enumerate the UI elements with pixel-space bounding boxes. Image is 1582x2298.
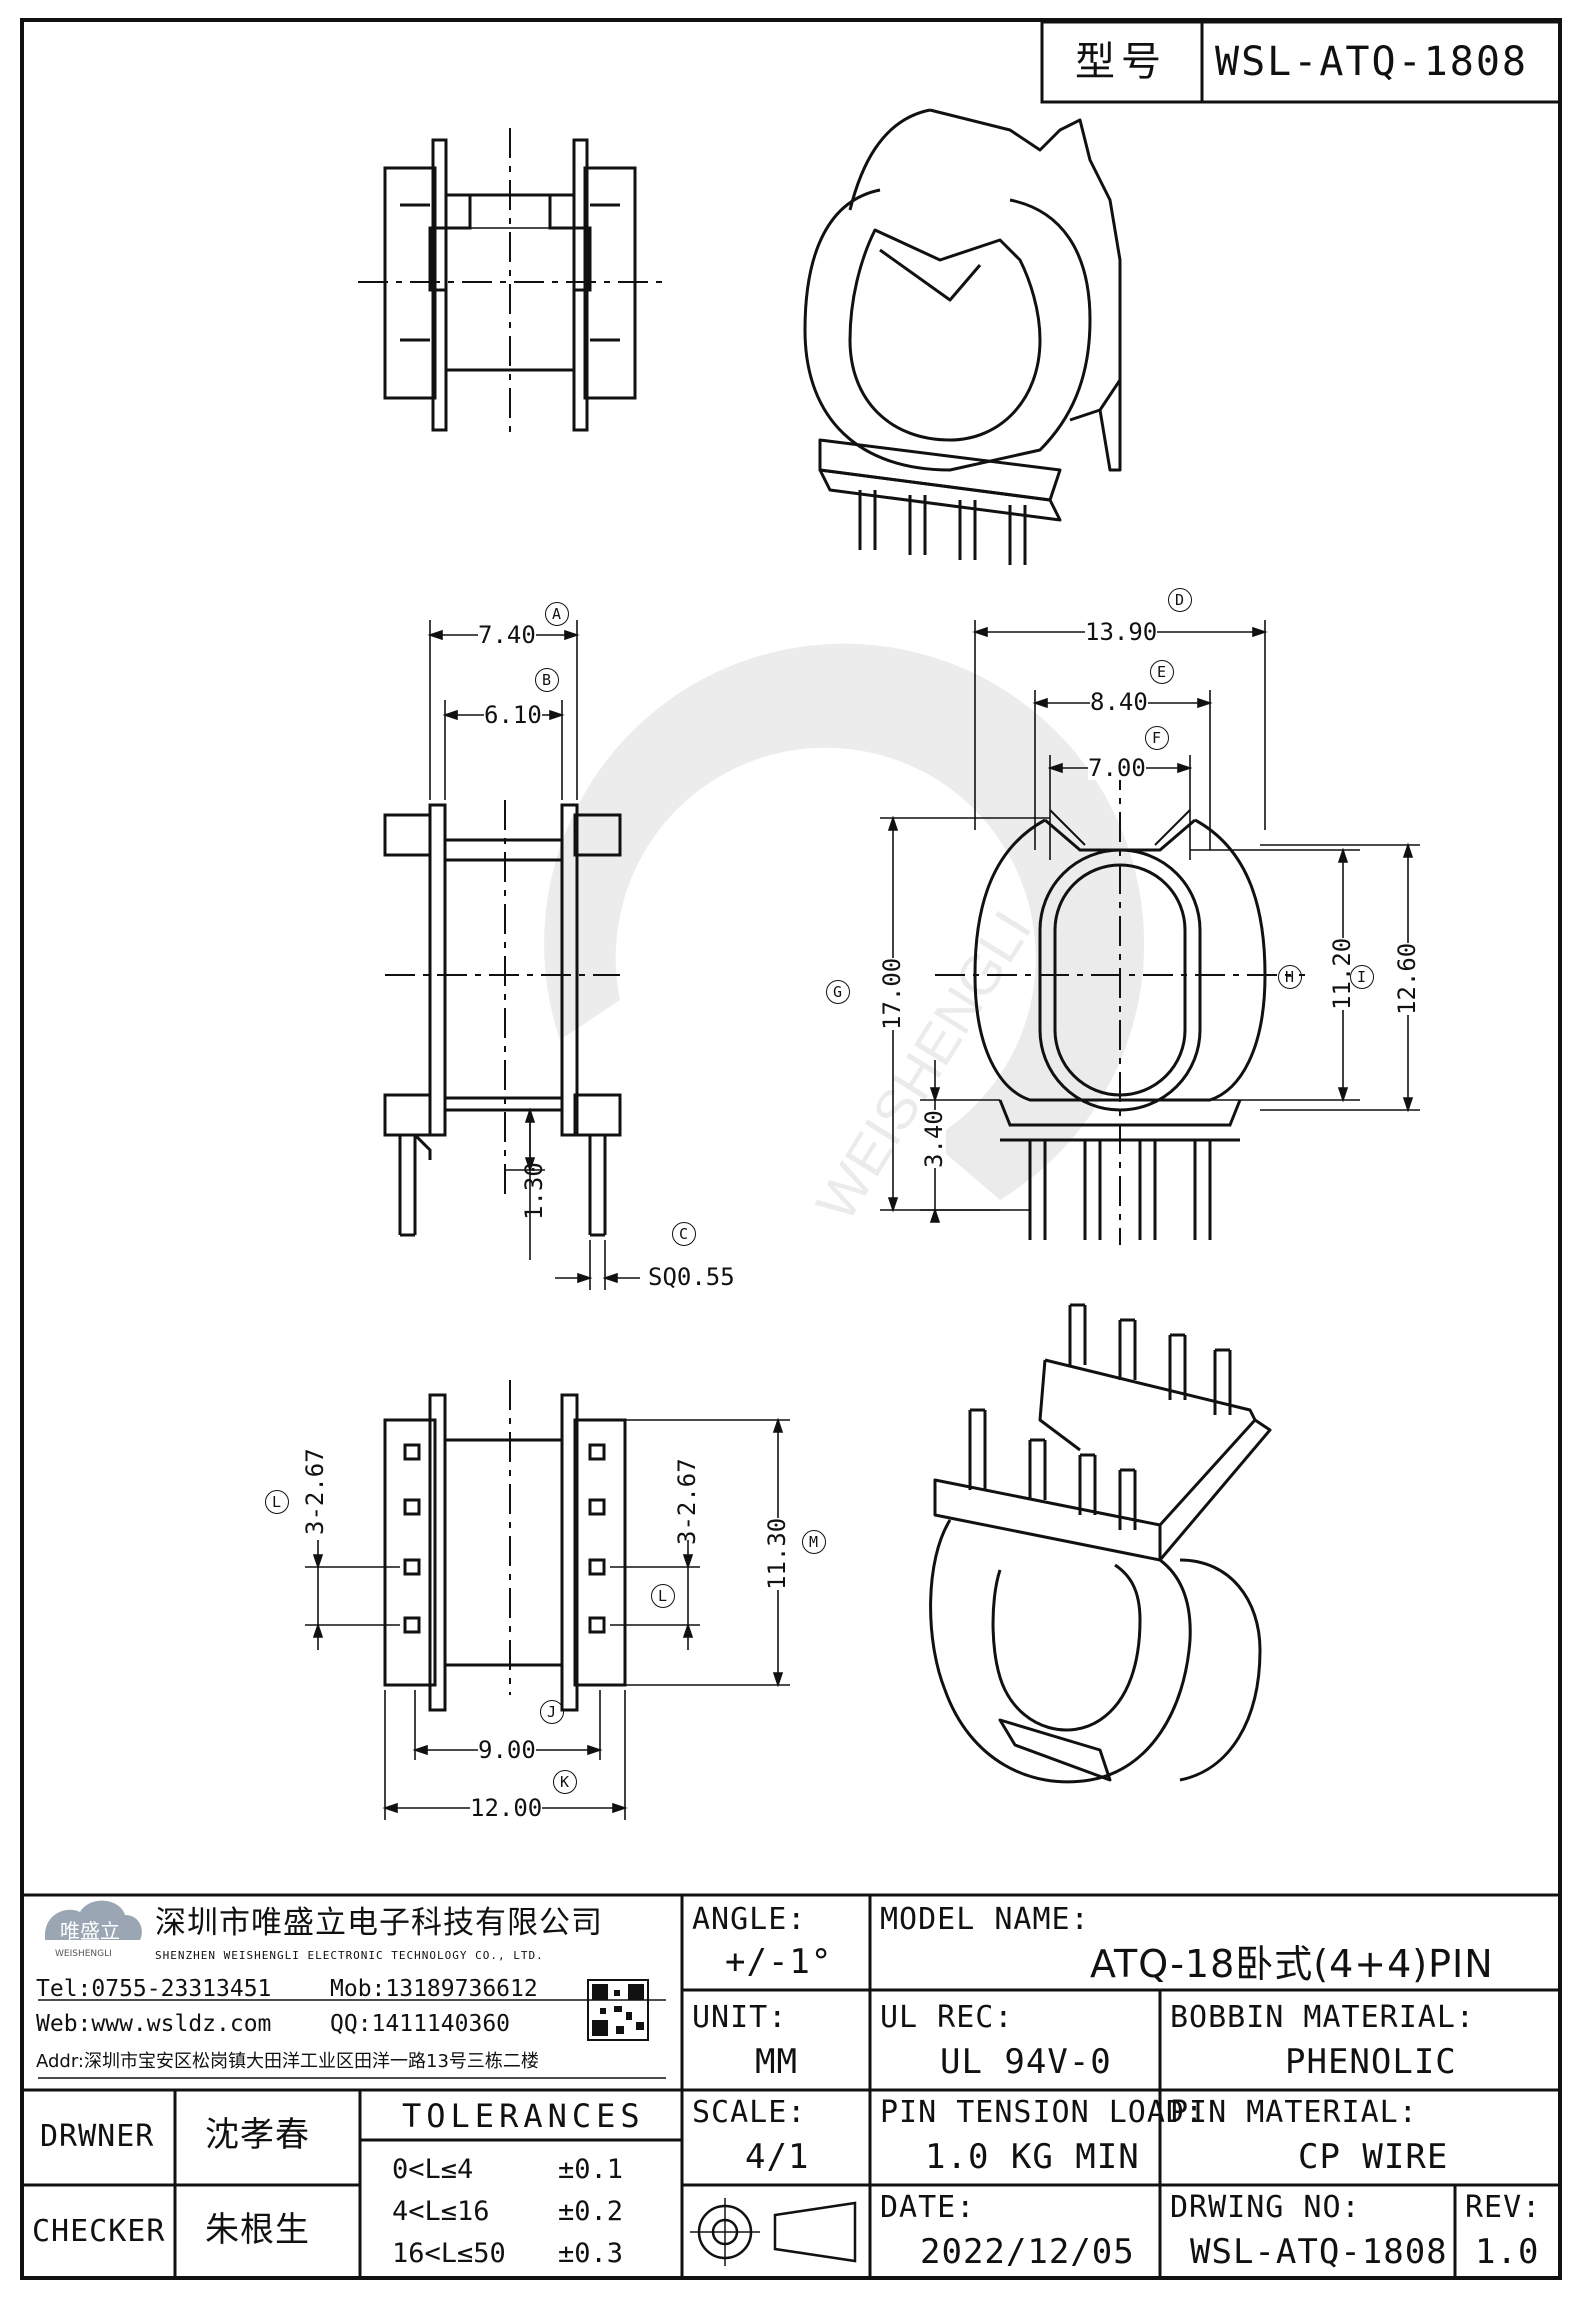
company-mob: Mob:13189736612 <box>330 1976 538 2002</box>
title-block-lines <box>22 20 1562 2278</box>
dim-j-value: 9.00 <box>478 1736 536 1764</box>
iso-view-bottom <box>929 1303 1272 1784</box>
dim-lines-front <box>880 620 1420 1223</box>
dim-b-value: 6.10 <box>484 701 542 729</box>
pin-tension-label: PIN TENSION LOAD: <box>880 2095 1205 2130</box>
drawer-value: 沈孝春 <box>205 2115 310 2155</box>
dim-a-tag: A <box>545 602 569 626</box>
ul-rec-label: UL REC: <box>880 2000 1014 2035</box>
company-name-cn: 深圳市唯盛立电子科技有限公司 <box>155 1905 603 1941</box>
checker-label: CHECKER <box>32 2214 166 2249</box>
model-label: MODEL NAME: <box>880 1902 1090 1937</box>
tolerance-range-1: 0<L≤4 <box>392 2154 474 2185</box>
angle-label: ANGLE: <box>692 1902 807 1937</box>
dim-lines-bottom <box>305 1417 790 1820</box>
ul-rec-value: UL 94V-0 <box>940 2042 1112 2082</box>
rev-value: 1.0 <box>1475 2232 1540 2272</box>
dim-i-tag: I <box>1350 965 1374 989</box>
dim-c-value: SQ0.55 <box>648 1263 735 1291</box>
dim-k-tag: K <box>553 1770 577 1794</box>
side-view <box>383 800 622 1237</box>
pin-material-value: CP WIRE <box>1298 2137 1449 2177</box>
qr-code-icon <box>587 1979 649 2041</box>
dim-m-value: 11.30 <box>763 1517 791 1590</box>
tolerance-value-1: ±0.1 <box>558 2154 624 2185</box>
dim-l-left-tag: L <box>265 1490 289 1514</box>
dim-g-tag: G <box>826 980 850 1004</box>
dim-f-tag: F <box>1145 726 1169 750</box>
dim-c-tag: C <box>672 1222 696 1246</box>
dim-e-value: 8.40 <box>1090 688 1148 716</box>
unit-value: MM <box>755 2042 798 2082</box>
date-value: 2022/12/05 <box>920 2232 1135 2272</box>
bottom-view <box>383 1380 627 1712</box>
scale-label: SCALE: <box>692 2095 807 2130</box>
model-value: ATQ-18卧式(4+4)PIN <box>1090 1942 1494 1986</box>
tolerance-range-3: 16<L≤50 <box>392 2238 506 2269</box>
bobbin-material-label: BOBBIN MATERIAL: <box>1170 2000 1475 2035</box>
dim-e-tag: E <box>1150 660 1174 684</box>
tolerance-value-2: ±0.2 <box>558 2196 624 2227</box>
dim-d-tag: D <box>1168 588 1192 612</box>
sheet-border <box>20 18 1562 2280</box>
bobbin-material-value: PHENOLIC <box>1285 2042 1457 2082</box>
drawing-no-value: WSL-ATQ-1808 <box>1190 2232 1448 2272</box>
dim-d-value: 13.90 <box>1085 618 1158 646</box>
dim-b-tag: B <box>535 668 559 692</box>
logo-sub: WEISHENGLI <box>55 1949 112 1959</box>
dim-i-value: 12.60 <box>1393 942 1421 1015</box>
company-name-en: SHENZHEN WEISHENGLI ELECTRONIC TECHNOLOG… <box>155 1949 544 1962</box>
date-label: DATE: <box>880 2190 976 2225</box>
angle-value: +/-1° <box>725 1942 833 1982</box>
dim-k-value: 12.00 <box>470 1794 543 1822</box>
iso-view-top <box>803 108 1122 565</box>
dim-l-left-value: 3-2.67 <box>301 1448 329 1535</box>
tolerance-value-3: ±0.3 <box>558 2238 624 2269</box>
top-view <box>358 128 666 432</box>
projection-symbol-icon <box>690 2198 857 2266</box>
checker-value: 朱根生 <box>205 2210 310 2250</box>
dim-base-height: 3.40 <box>920 1110 948 1168</box>
dim-l-right-tag: L <box>651 1584 675 1608</box>
dim-pin-offset: 1.30 <box>520 1162 548 1220</box>
pin-material-label: PIN MATERIAL: <box>1170 2095 1418 2130</box>
company-tel: Tel:0755-23313451 <box>36 1976 272 2002</box>
dim-h-tag: H <box>1278 965 1302 989</box>
dim-j-tag: J <box>540 1700 564 1724</box>
drawing-no-label: DRWING NO: <box>1170 2190 1361 2225</box>
unit-label: UNIT: <box>692 2000 788 2035</box>
front-view <box>935 760 1305 1245</box>
dim-a-value: 7.40 <box>478 621 536 649</box>
scale-value: 4/1 <box>745 2137 810 2177</box>
drawer-label: DRWNER <box>40 2119 155 2154</box>
dim-l-right-value: 3-2.67 <box>673 1458 701 1545</box>
company-address: Addr:深圳市宝安区松岗镇大田洋工业区田洋一路13号三栋二楼 <box>36 2051 539 2072</box>
dim-f-value: 7.00 <box>1088 754 1146 782</box>
logo-text: 唯盛立 <box>60 1919 120 1943</box>
part-number: WSL-ATQ-1808 <box>1215 39 1528 85</box>
dim-g-value: 17.00 <box>878 957 906 1030</box>
company-web: Web:www.wsldz.com <box>36 2011 272 2037</box>
rev-label: REV: <box>1465 2190 1542 2225</box>
tolerance-range-2: 4<L≤16 <box>392 2196 490 2227</box>
pin-tension-value: 1.0 KG MIN <box>925 2137 1140 2177</box>
dim-m-tag: M <box>802 1530 826 1554</box>
company-logo-icon: 唯盛立 WEISHENGLI <box>45 1900 142 1959</box>
tolerances-title: TOLERANCES <box>402 2097 645 2135</box>
company-qq: QQ:1411140360 <box>330 2011 511 2037</box>
type-label: 型号 <box>1075 39 1167 85</box>
